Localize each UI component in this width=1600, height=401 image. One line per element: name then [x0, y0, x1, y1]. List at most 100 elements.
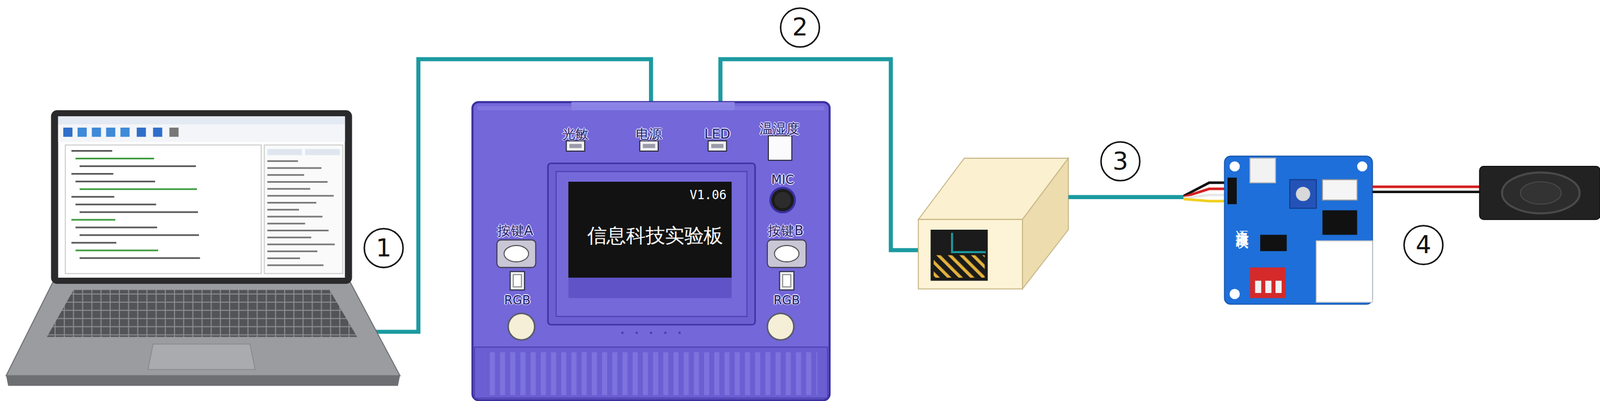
- experiment-board: [664, 331, 667, 334]
- experiment-board: [503, 245, 529, 262]
- push-button: 按键A: [494, 222, 539, 270]
- adapter-box: [933, 255, 985, 278]
- laptop: [267, 181, 328, 183]
- laptop: [91, 127, 101, 137]
- laptop: [51, 110, 353, 284]
- callout-circle: [780, 8, 820, 47]
- callout-number: 3: [1112, 148, 1129, 174]
- component-label: RGB: [503, 293, 531, 306]
- voice-module: [1322, 209, 1358, 235]
- experiment-board: [779, 271, 795, 291]
- experiment-board: [548, 163, 756, 325]
- laptop: [58, 124, 346, 142]
- experiment-board: [774, 245, 799, 262]
- laptop: [75, 226, 158, 228]
- microphone: MIC: [767, 171, 798, 213]
- experiment-board: [513, 274, 522, 287]
- laptop: [5, 375, 400, 387]
- experiment-board: [472, 101, 830, 400]
- experiment-board: [474, 346, 828, 399]
- laptop: [267, 194, 334, 197]
- voice-module: [1295, 186, 1310, 201]
- laptop: [267, 215, 323, 218]
- voice-module: [1249, 267, 1286, 298]
- laptop: [267, 264, 324, 267]
- component-label: 电源: [635, 127, 663, 141]
- laptop: [79, 233, 200, 236]
- sensor-window: 电源: [632, 125, 666, 153]
- voice-module: [1265, 280, 1272, 293]
- voice-module: 语音播放模块: [1224, 155, 1373, 304]
- push-button: 按键B: [764, 222, 810, 270]
- component-label: 语音播放模块: [1236, 219, 1250, 226]
- laptop: [58, 116, 346, 125]
- laptop: [147, 344, 255, 370]
- component-label: 按键B: [767, 224, 804, 238]
- callout-circle: [364, 228, 403, 268]
- laptop: [71, 241, 117, 244]
- laptop: [79, 165, 196, 167]
- experiment-board: [774, 191, 791, 209]
- experiment-board: [569, 143, 582, 148]
- voice-module: [1322, 179, 1358, 200]
- component-label: MIC: [771, 173, 795, 186]
- experiment-board: [472, 101, 830, 400]
- module-cable: [1068, 194, 1184, 199]
- voice-module: [1249, 158, 1276, 183]
- experiment-board: [635, 331, 638, 334]
- laptop: [153, 127, 163, 137]
- laptop: [267, 188, 311, 190]
- callout-circle: [364, 8, 1443, 268]
- voice-module: [1357, 161, 1368, 172]
- experiment-board: [678, 331, 681, 334]
- component-label: 温湿度: [759, 122, 800, 136]
- laptop: [79, 211, 198, 213]
- speaker-cable: [1372, 185, 1480, 189]
- component-label: LED: [704, 127, 731, 141]
- laptop: [63, 127, 73, 137]
- experiment-board: [621, 331, 624, 334]
- voice-module: [1255, 280, 1262, 293]
- experiment-board: [510, 271, 525, 291]
- sensor-window: 光敏: [558, 125, 592, 153]
- experiment-board: [767, 313, 795, 340]
- component-label: V1.06: [689, 188, 727, 201]
- voice-module: [1224, 155, 1373, 304]
- component-label: 按键A: [497, 224, 533, 238]
- speaker: [1479, 166, 1600, 220]
- laptop: [106, 127, 116, 137]
- experiment-board: [556, 171, 748, 317]
- experiment-board: [782, 274, 791, 287]
- experiment-board: [496, 239, 536, 268]
- voice-module: [1275, 280, 1282, 293]
- callout-number: 4: [1415, 232, 1432, 258]
- laptop: [75, 249, 159, 252]
- experiment-board: [568, 181, 732, 278]
- laptop: [267, 201, 317, 204]
- experiment-board: [642, 143, 655, 148]
- callout-circle: [1404, 225, 1443, 265]
- laptop: [79, 257, 201, 260]
- adapter-box: [930, 229, 989, 281]
- laptop: [304, 148, 340, 155]
- component-label: RGB: [773, 293, 800, 306]
- experiment-board: [708, 140, 727, 152]
- laptop: [267, 222, 305, 225]
- voice-module: [1229, 161, 1241, 172]
- voice-module: [1229, 289, 1241, 300]
- laptop: [267, 166, 322, 169]
- speaker-cable: [1372, 190, 1480, 194]
- laptop: [120, 127, 130, 137]
- laptop: [71, 149, 335, 267]
- laptop: [267, 236, 311, 239]
- laptop: [71, 172, 114, 175]
- speaker-cable: [1372, 186, 1480, 192]
- laptop: [5, 110, 400, 386]
- laptop: [71, 218, 116, 221]
- experiment-board: [566, 140, 586, 152]
- voice-module: [1260, 234, 1287, 251]
- speaker: [1520, 181, 1562, 204]
- sensor-window: 温湿度: [756, 119, 800, 163]
- sensor-window: LED: [701, 125, 733, 153]
